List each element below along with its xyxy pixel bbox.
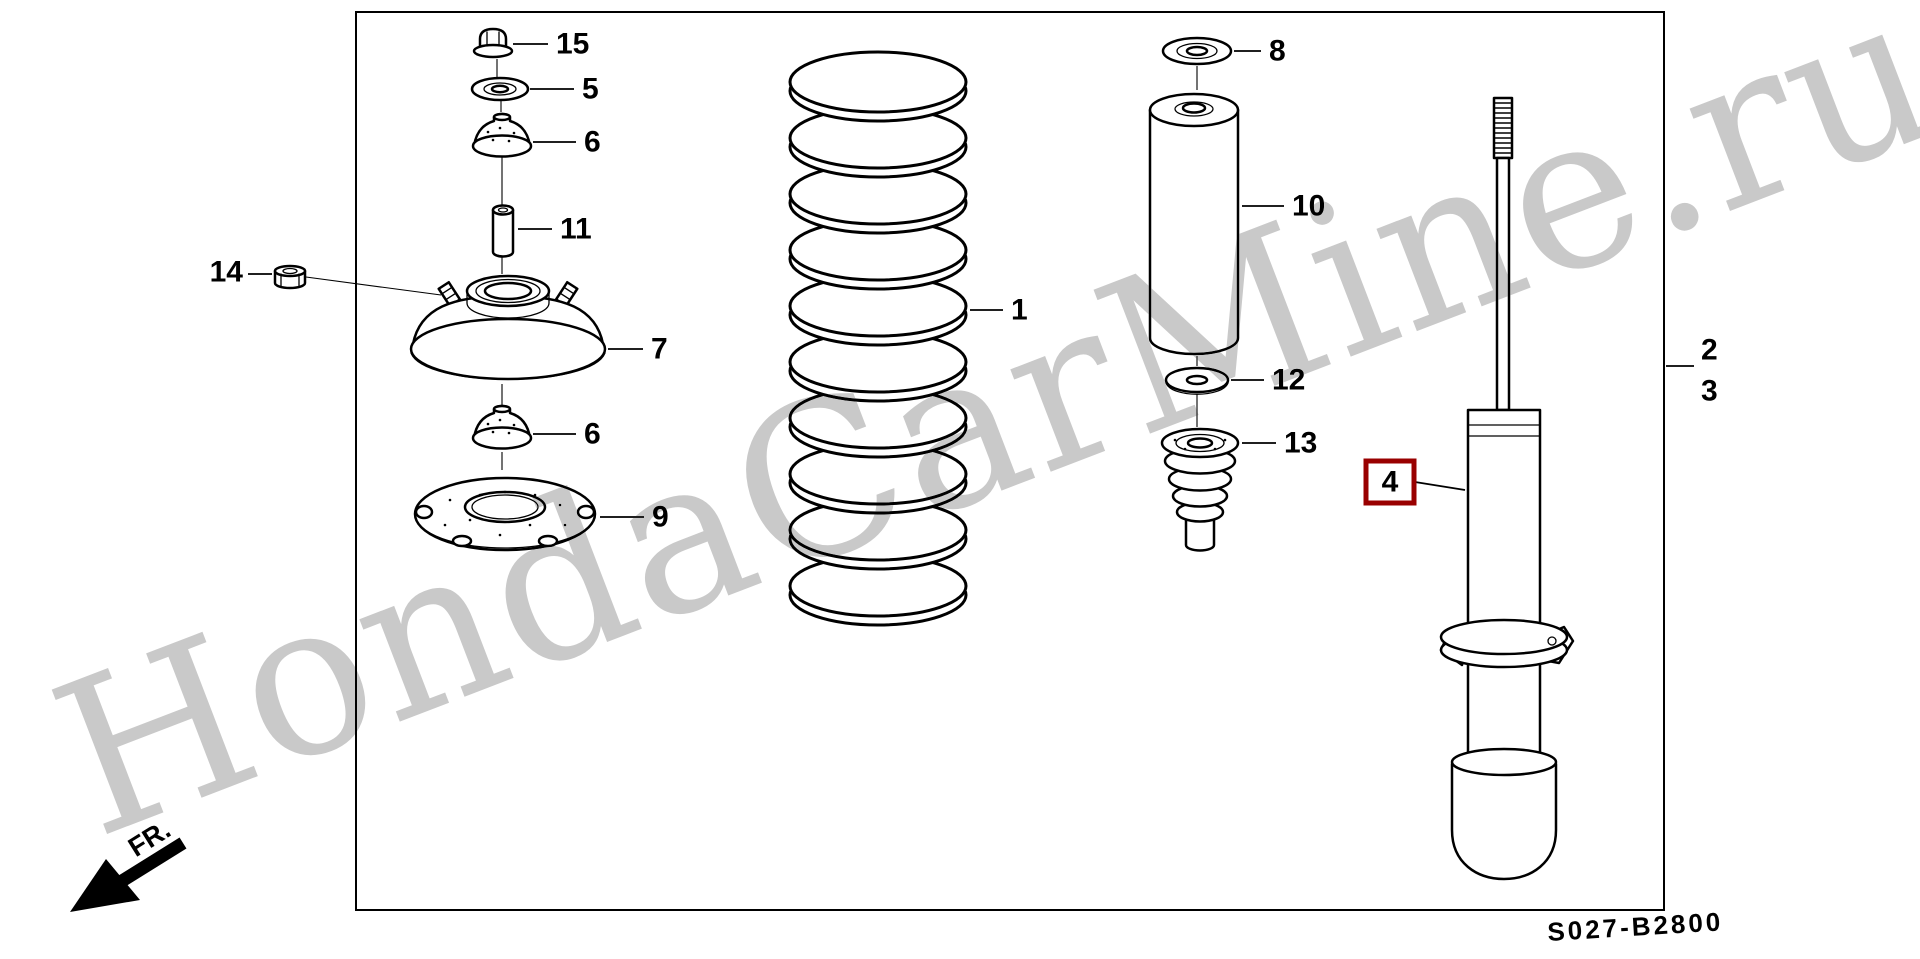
part-9-spring-seat xyxy=(413,476,597,552)
diagram-code: S027-B2800 xyxy=(1547,906,1725,947)
callout-11[interactable]: 11 xyxy=(560,213,592,246)
part-6-mount-rubber-upper xyxy=(471,112,533,158)
callout-6-lower[interactable]: 6 xyxy=(584,418,601,451)
callout-8[interactable]: 8 xyxy=(1269,35,1286,68)
diagram-border xyxy=(355,11,1665,911)
part-12-washer xyxy=(1164,366,1230,395)
part-10-dust-cover xyxy=(1148,92,1240,356)
callout-6-upper[interactable]: 6 xyxy=(584,126,601,159)
fr-arrow-icon xyxy=(70,859,140,912)
callout-12[interactable]: 12 xyxy=(1272,364,1305,397)
assembly-axis-lines xyxy=(305,59,1198,470)
callout-14[interactable]: 14 xyxy=(210,256,244,289)
fr-direction-indicator: FR. xyxy=(70,814,187,912)
part-7-strut-mount xyxy=(409,274,607,381)
part-15-flange-nut xyxy=(472,27,514,59)
leader-lines xyxy=(248,43,1694,518)
part-11-collar xyxy=(491,204,515,258)
part-1-coil-spring xyxy=(788,50,968,627)
callout-15[interactable]: 15 xyxy=(556,28,589,61)
thread-hatching xyxy=(1493,102,1513,154)
callout-3[interactable]: 3 xyxy=(1701,375,1718,408)
callout-7[interactable]: 7 xyxy=(651,333,668,366)
part-8-washer xyxy=(1161,36,1233,66)
callout-2[interactable]: 2 xyxy=(1701,334,1718,367)
part-5-washer xyxy=(470,76,530,102)
part-13-bump-stop xyxy=(1160,427,1240,552)
part-4-shock-absorber xyxy=(1439,96,1575,881)
callout-4-highlight[interactable]: 4 xyxy=(1363,458,1417,506)
callout-5[interactable]: 5 xyxy=(582,73,599,106)
callout-1[interactable]: 1 xyxy=(1011,294,1028,327)
part-14-nut xyxy=(273,264,307,290)
callout-13[interactable]: 13 xyxy=(1284,427,1317,460)
callout-4[interactable]: 4 xyxy=(1382,466,1399,499)
callout-9[interactable]: 9 xyxy=(652,501,669,534)
callout-10[interactable]: 10 xyxy=(1292,190,1325,223)
part-6-mount-rubber-lower xyxy=(471,404,533,450)
